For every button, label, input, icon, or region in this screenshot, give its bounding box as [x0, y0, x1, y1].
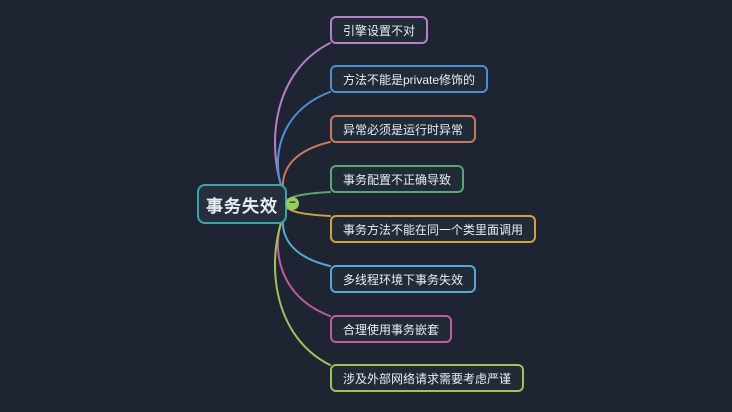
collapse-button[interactable]: −: [286, 196, 299, 210]
branch-topic[interactable]: 合理使用事务嵌套: [330, 315, 453, 343]
branch-topic[interactable]: 事务配置不正确导致: [330, 165, 465, 193]
connector-line: [276, 203, 331, 317]
branch-topic[interactable]: 多线程环境下事务失效: [330, 265, 477, 293]
branch-topic[interactable]: 事务方法不能在同一个类里面调用: [330, 215, 537, 243]
branch-topic[interactable]: 涉及外部网络请求需要考虑严谨: [330, 364, 525, 392]
root-topic[interactable]: 事务失效: [197, 184, 287, 224]
root-topic-label: 事务失效: [206, 196, 278, 216]
branch-topic[interactable]: 异常必须是运行时异常: [330, 115, 477, 143]
branch-topic[interactable]: 方法不能是private修饰的: [330, 65, 489, 93]
branch-topic[interactable]: 引擎设置不对: [330, 16, 429, 44]
